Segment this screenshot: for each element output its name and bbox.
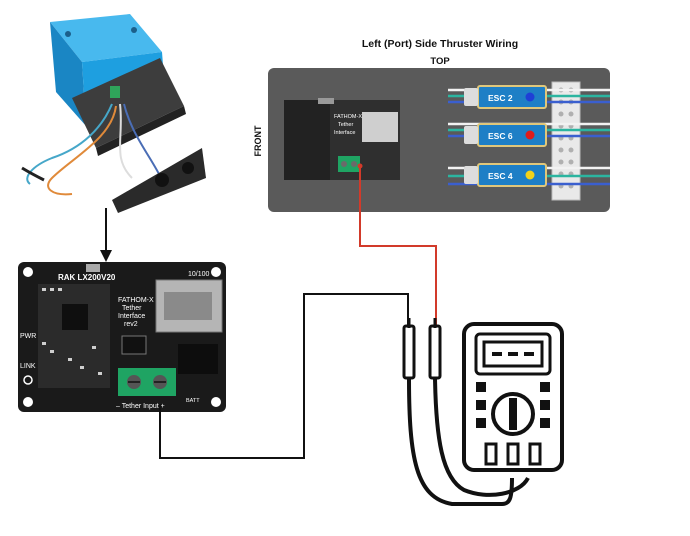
esc-2-dot <box>525 92 535 102</box>
board-tether-input-label: – Tether Input + <box>116 403 165 410</box>
esc-6-dot <box>525 130 535 140</box>
probe-black <box>402 318 416 380</box>
down-arrow <box>100 208 112 262</box>
tether-interface-line-3: Interface <box>334 130 355 136</box>
tether-interface-line-2: Tether <box>338 122 353 128</box>
black-probe-wire <box>159 293 409 459</box>
diagram-title: Left (Port) Side Thruster Wiring <box>361 38 519 50</box>
esc-4-dot <box>525 170 535 180</box>
tether-interface-line-1: FATHOM-X <box>334 114 362 120</box>
tether-interface-module: FATHOM-X Tether Interface <box>284 98 400 180</box>
panel-terminal <box>110 86 120 98</box>
fathom-x-board: RAK LX200V20 10/100 FATHOM-X Tether Inte… <box>18 262 226 412</box>
board-batt-label: BATT <box>186 398 200 404</box>
board-pwr-label: PWR <box>20 333 36 340</box>
board-line-3: Interface <box>118 313 145 320</box>
top-orientation-label: TOP <box>430 56 450 67</box>
electronics-panel: FATHOM-X Tether Interface ESC <box>268 68 610 212</box>
esc-6: ESC 6 <box>477 123 547 147</box>
esc-4-label: ESC 4 <box>488 171 513 181</box>
multimeter <box>402 318 564 506</box>
board-model: RAK LX200V20 <box>58 273 116 282</box>
probe-red <box>428 318 442 380</box>
board-link-label: LINK <box>20 363 36 370</box>
board-line-2: Tether <box>122 305 142 312</box>
board-top-small: 10/100 <box>188 271 210 278</box>
module-terminal <box>338 156 360 172</box>
esc-2-label: ESC 2 <box>488 93 513 103</box>
board-line-4: rev2 <box>124 321 138 328</box>
red-probe-wire <box>359 166 437 326</box>
board-line-1: FATHOM-X <box>118 297 154 304</box>
enclosure-photo <box>21 14 206 213</box>
esc-6-label: ESC 6 <box>488 131 513 141</box>
